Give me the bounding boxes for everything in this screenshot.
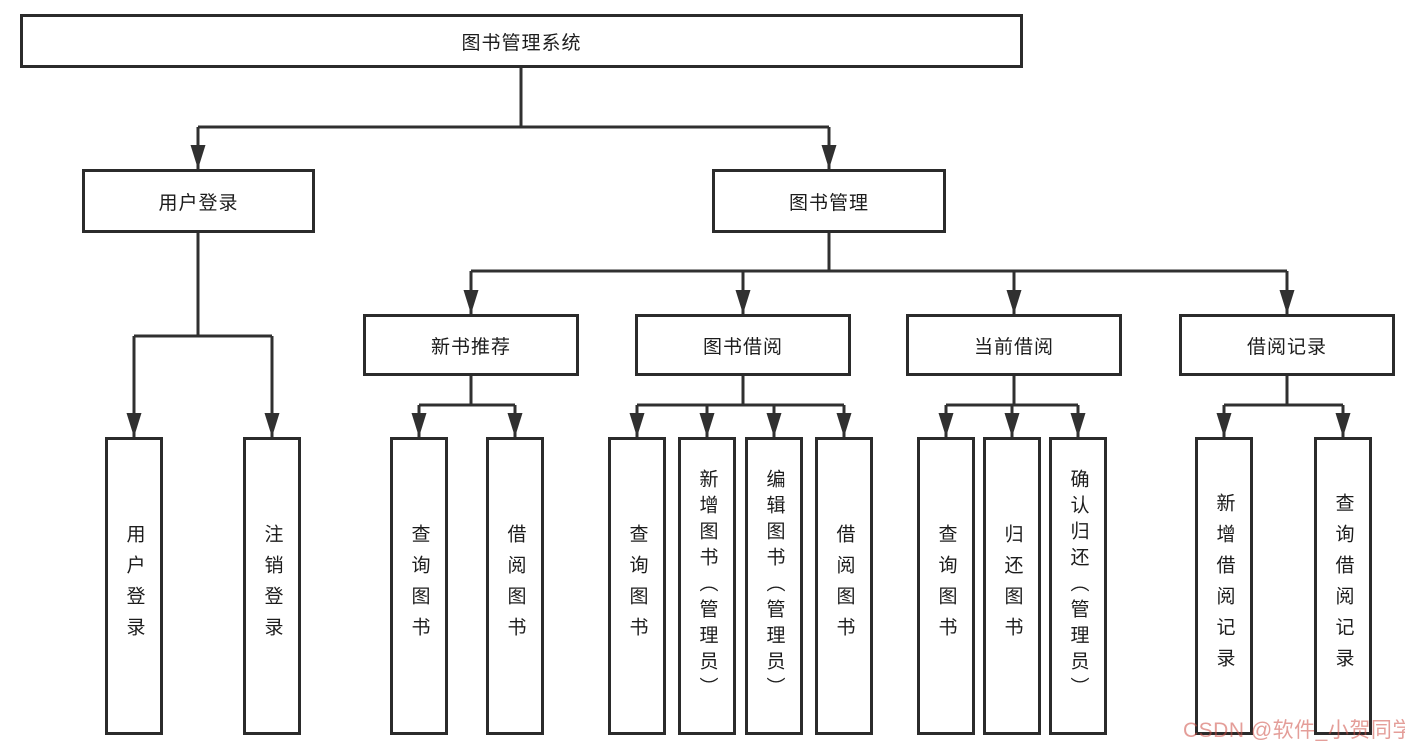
- leaf-label: 确认归还（管理员）: [1067, 469, 1089, 703]
- leaf-label: 查询借阅记录: [1332, 493, 1354, 679]
- leaf-query-books-borrowing: 查询图书: [608, 437, 666, 735]
- leaf-user-login: 用户登录: [105, 437, 163, 735]
- leaf-label: 借阅图书: [833, 524, 855, 648]
- leaf-return-books: 归还图书: [983, 437, 1041, 735]
- arrowheads: [126, 145, 1351, 437]
- node-library-management-system: 图书管理系统: [20, 14, 1023, 68]
- node-borrowing-records: 借阅记录: [1179, 314, 1395, 376]
- leaf-label: 查询图书: [626, 524, 648, 648]
- leaf-borrow-books-recommend: 借阅图书: [486, 437, 544, 735]
- leaf-confirm-return-admin: 确认归还（管理员）: [1049, 437, 1107, 735]
- leaf-borrow-books-borrowing: 借阅图书: [815, 437, 873, 735]
- leaf-add-borrow-record: 新增借阅记录: [1195, 437, 1253, 735]
- node-label: 当前借阅: [973, 336, 1054, 358]
- leaf-query-books-current: 查询图书: [917, 437, 975, 735]
- leaf-label: 注销登录: [261, 524, 283, 648]
- leaf-edit-books-admin: 编辑图书（管理员）: [745, 437, 803, 735]
- leaf-query-borrow-record: 查询借阅记录: [1314, 437, 1372, 735]
- node-label: 借阅记录: [1246, 336, 1327, 358]
- csdn-watermark: CSDN @软件_小贺同学: [1183, 719, 1405, 742]
- connector-lines: [132, 66, 1345, 438]
- node-label: 图书管理: [788, 192, 869, 214]
- leaf-label: 借阅图书: [504, 524, 526, 648]
- leaf-label: 新增借阅记录: [1213, 493, 1235, 679]
- node-new-book-recommendation: 新书推荐: [363, 314, 579, 376]
- leaf-label: 新增图书（管理员）: [696, 469, 718, 703]
- node-current-borrowing: 当前借阅: [906, 314, 1122, 376]
- node-user-login: 用户登录: [82, 169, 315, 233]
- leaf-add-books-admin: 新增图书（管理员）: [678, 437, 736, 735]
- node-label: 用户登录: [158, 192, 239, 214]
- leaf-label: 归还图书: [1001, 524, 1023, 648]
- node-label: 图书管理系统: [461, 32, 582, 54]
- leaf-label: 编辑图书（管理员）: [763, 469, 785, 703]
- node-label: 图书借阅: [702, 336, 783, 358]
- leaf-label: 查询图书: [408, 524, 430, 648]
- node-book-borrowing: 图书借阅: [635, 314, 851, 376]
- node-book-management: 图书管理: [712, 169, 946, 233]
- leaf-label: 查询图书: [935, 524, 957, 648]
- leaf-query-books-recommend: 查询图书: [390, 437, 448, 735]
- node-label: 新书推荐: [430, 336, 511, 358]
- leaf-label: 用户登录: [123, 524, 145, 648]
- leaf-logout: 注销登录: [243, 437, 301, 735]
